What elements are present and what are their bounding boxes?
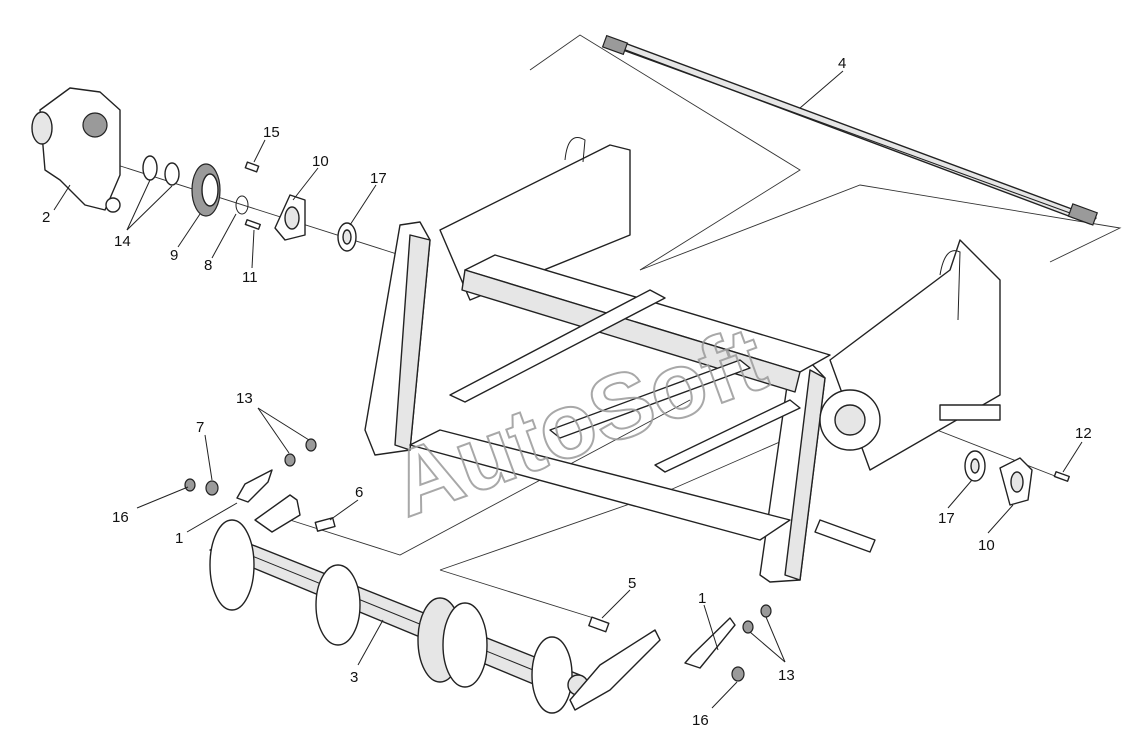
callout-15: 15 [263,124,280,141]
part-13-nuts-left [284,438,317,467]
callout-11: 11 [242,269,258,286]
callout-16-left: 16 [112,509,129,526]
part-11-bolt [244,219,261,230]
part-12-bolt [1053,471,1070,482]
part-16-nut-left [184,478,196,492]
callout-1-right: 1 [698,590,706,607]
callout-5: 5 [628,575,636,592]
part-17-bearing-left [337,222,357,252]
part-4-drive-shaft [601,34,1099,226]
callout-9: 9 [170,247,178,264]
callout-10-left: 10 [312,153,329,170]
callout-7: 7 [196,419,204,436]
callout-13-right: 13 [778,667,795,684]
callout-10-right: 10 [978,537,995,554]
callout-labels: 4 15 10 17 2 14 9 8 11 13 7 16 1 6 3 5 1… [42,55,1092,729]
part-2-gearbox [31,87,121,213]
part-17-bearing-right [964,450,986,482]
part-13-nuts-right [742,604,772,634]
callout-3: 3 [350,669,358,686]
callout-6: 6 [355,484,363,501]
leader-lines [53,70,1083,709]
part-16-nut-right [731,666,745,682]
callout-2: 2 [42,209,50,226]
callout-1-left: 1 [175,530,183,547]
callout-4: 4 [838,55,846,72]
part-10-flange-left [274,194,306,241]
part-7-nut [205,480,219,496]
callout-8: 8 [204,257,212,274]
part-1-bracket-right [684,617,736,669]
callout-17-right: 17 [938,510,955,527]
part-3-roller-shaft [209,519,661,714]
part-5-pin [588,616,610,633]
callout-13-left: 13 [236,390,253,407]
part-1-bracket-left [236,469,301,533]
part-10-flange-right [999,457,1033,506]
callout-12: 12 [1075,425,1092,442]
part-9-sprocket [191,163,221,217]
callout-16-right: 16 [692,712,709,729]
callout-14: 14 [114,233,131,250]
main-frame [364,137,1001,583]
part-8-ring [235,195,249,215]
part-14-washers [142,155,180,186]
part-6-pin [314,517,336,532]
callout-17-left: 17 [370,170,387,187]
part-15-key [244,161,260,173]
